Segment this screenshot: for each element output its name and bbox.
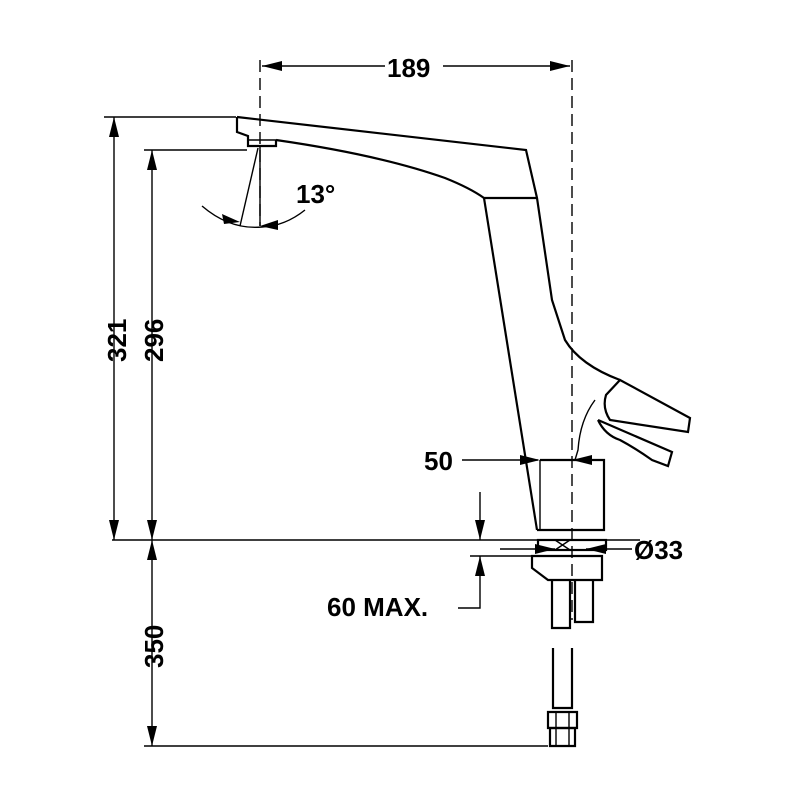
dimension-50 [462,455,604,465]
dimension-diameter-33 [500,544,632,554]
dimension-60-max-label: 60 MAX. [327,592,428,622]
dimension-189-label: 189 [387,53,430,83]
angle-13 [201,146,306,230]
dimension-321 [104,116,236,540]
dimension-50-label: 50 [424,446,453,476]
angle-13-label: 13° [296,179,335,209]
dimension-296 [144,149,247,540]
dimension-350-label: 350 [139,625,169,668]
dimension-diameter-33-label: Ø33 [634,535,683,565]
faucet-body [235,115,692,532]
dimension-350 [144,540,548,747]
dimension-189 [262,61,570,71]
mounting-assembly [112,538,640,748]
dimension-321-label: 321 [102,319,132,362]
dimension-60-max [458,492,532,609]
dimension-296-label: 296 [139,319,169,362]
